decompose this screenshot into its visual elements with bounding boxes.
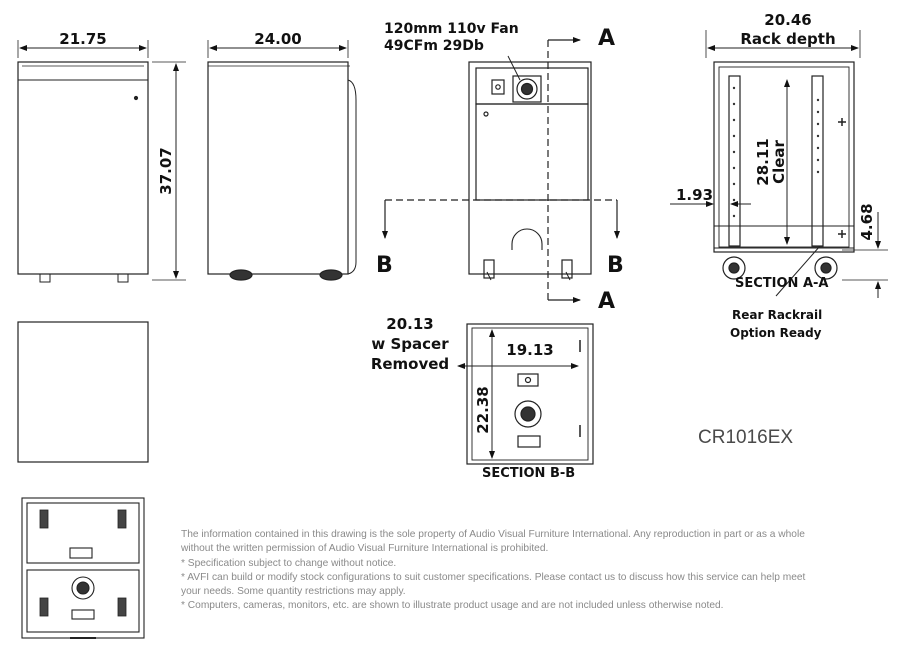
section-a-bottom-label: A <box>598 289 615 314</box>
fan-leader-line <box>507 55 521 81</box>
disclaimer-line-6: * Computers, cameras, monitors, etc. are… <box>181 600 724 612</box>
clear-height-value: 28.11 <box>754 138 772 185</box>
section-b-left-label: B <box>376 253 393 278</box>
front-width-dimension: 21.75 <box>59 30 106 48</box>
section-bb-view <box>457 323 594 465</box>
disclaimer-line-3: * Specification subject to change withou… <box>181 557 397 569</box>
rack-depth-label: Rack depth <box>740 30 835 48</box>
top-view <box>17 321 149 463</box>
disclaimer-line-4: * AVFI can build or modify stock configu… <box>181 571 806 583</box>
section-line-a <box>547 37 581 303</box>
caster-height-dimension: 4.68 <box>858 203 876 240</box>
height-dimension: 37.07 <box>157 147 175 194</box>
disclaimer-line-5: your needs. Some quantity restrictions m… <box>181 586 406 598</box>
section-bb-title: SECTION B-B <box>482 466 575 481</box>
section-line-b <box>382 199 620 239</box>
inner-height-dimension: 22.38 <box>474 386 492 433</box>
disclaimer-line-1: The information contained in this drawin… <box>181 529 805 540</box>
model-number: CR1016EX <box>698 427 793 448</box>
rear-rackrail-line-1: Rear Rackrail <box>732 308 822 322</box>
bottom-view <box>21 497 145 639</box>
front-view <box>17 40 149 283</box>
disclaimer-block: The information contained in this drawin… <box>181 528 881 614</box>
section-a-top-label: A <box>598 26 615 51</box>
clear-height-label: Clear <box>770 139 788 183</box>
spacer-dimension-value: 20.13 <box>386 315 433 333</box>
side-view <box>152 40 357 281</box>
inner-width-dimension: 19.13 <box>506 341 553 359</box>
spacer-dimension-line-2: w Spacer <box>371 335 449 353</box>
rack-rail-holes <box>732 86 820 218</box>
section-aa-dimension-lines <box>670 30 888 298</box>
side-depth-dimension: 24.00 <box>254 30 301 48</box>
section-aa-title: SECTION A-A <box>735 276 828 291</box>
rack-depth-value: 20.46 <box>764 11 811 29</box>
rail-offset-dimension: 1.93 <box>676 186 713 204</box>
fan-spec-line-1: 120mm 110v Fan <box>384 21 519 37</box>
fan-spec-line-2: 49CFm 29Db <box>384 38 484 54</box>
disclaimer-line-2: without the written permission of Audio … <box>181 543 549 555</box>
section-b-right-label: B <box>607 253 624 278</box>
section-aa-view <box>713 61 855 280</box>
rear-view <box>468 61 592 281</box>
rear-rackrail-line-2: Option Ready <box>730 326 822 340</box>
spacer-dimension-line-3: Removed <box>371 355 449 373</box>
